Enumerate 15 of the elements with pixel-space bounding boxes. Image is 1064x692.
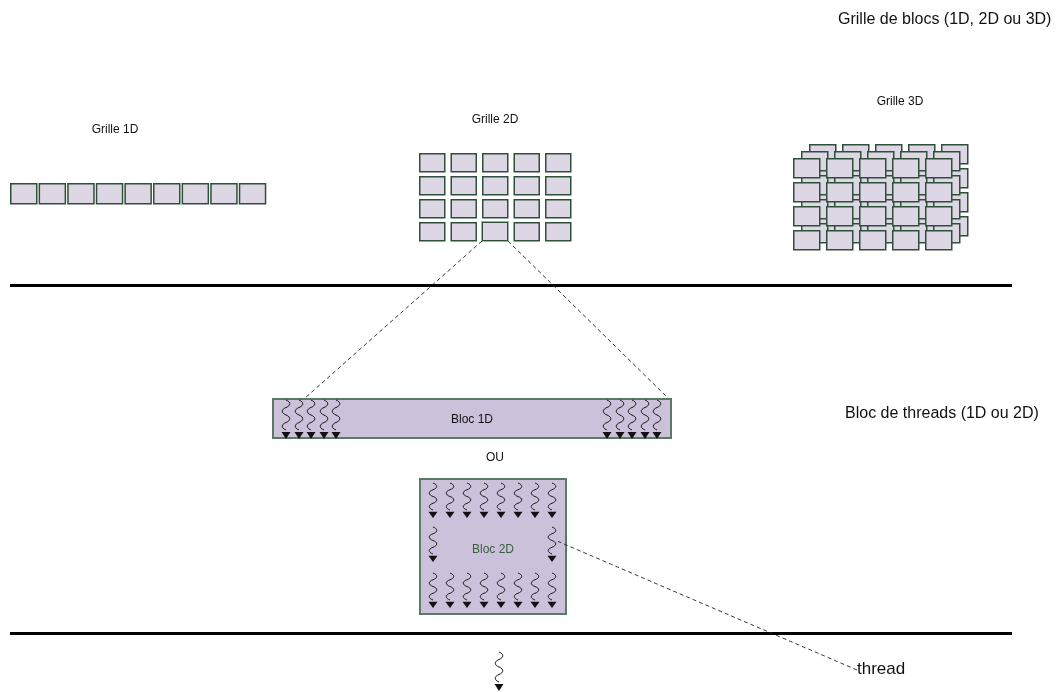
grid-label: Bloc de threads (1D ou 2D) [845,404,1039,422]
projection-line [304,240,483,399]
thread-icon [546,527,558,563]
thread-label: thread [857,659,906,679]
grid-label: Grille 3D [876,94,924,108]
block-label: Bloc 2D [472,542,514,557]
block-1d-box [272,398,672,439]
grid-cell [482,222,508,241]
grid-label: Grille de blocs (1D, 2D ou 3D) [838,10,1052,28]
grid-label: Grille 1D [91,122,139,136]
grid-label: OU [486,450,504,464]
grid-label: Grille 2D [471,112,519,126]
projection-line [507,240,669,399]
block-2d-box [419,478,567,615]
block-label: Bloc 1D [451,411,493,426]
